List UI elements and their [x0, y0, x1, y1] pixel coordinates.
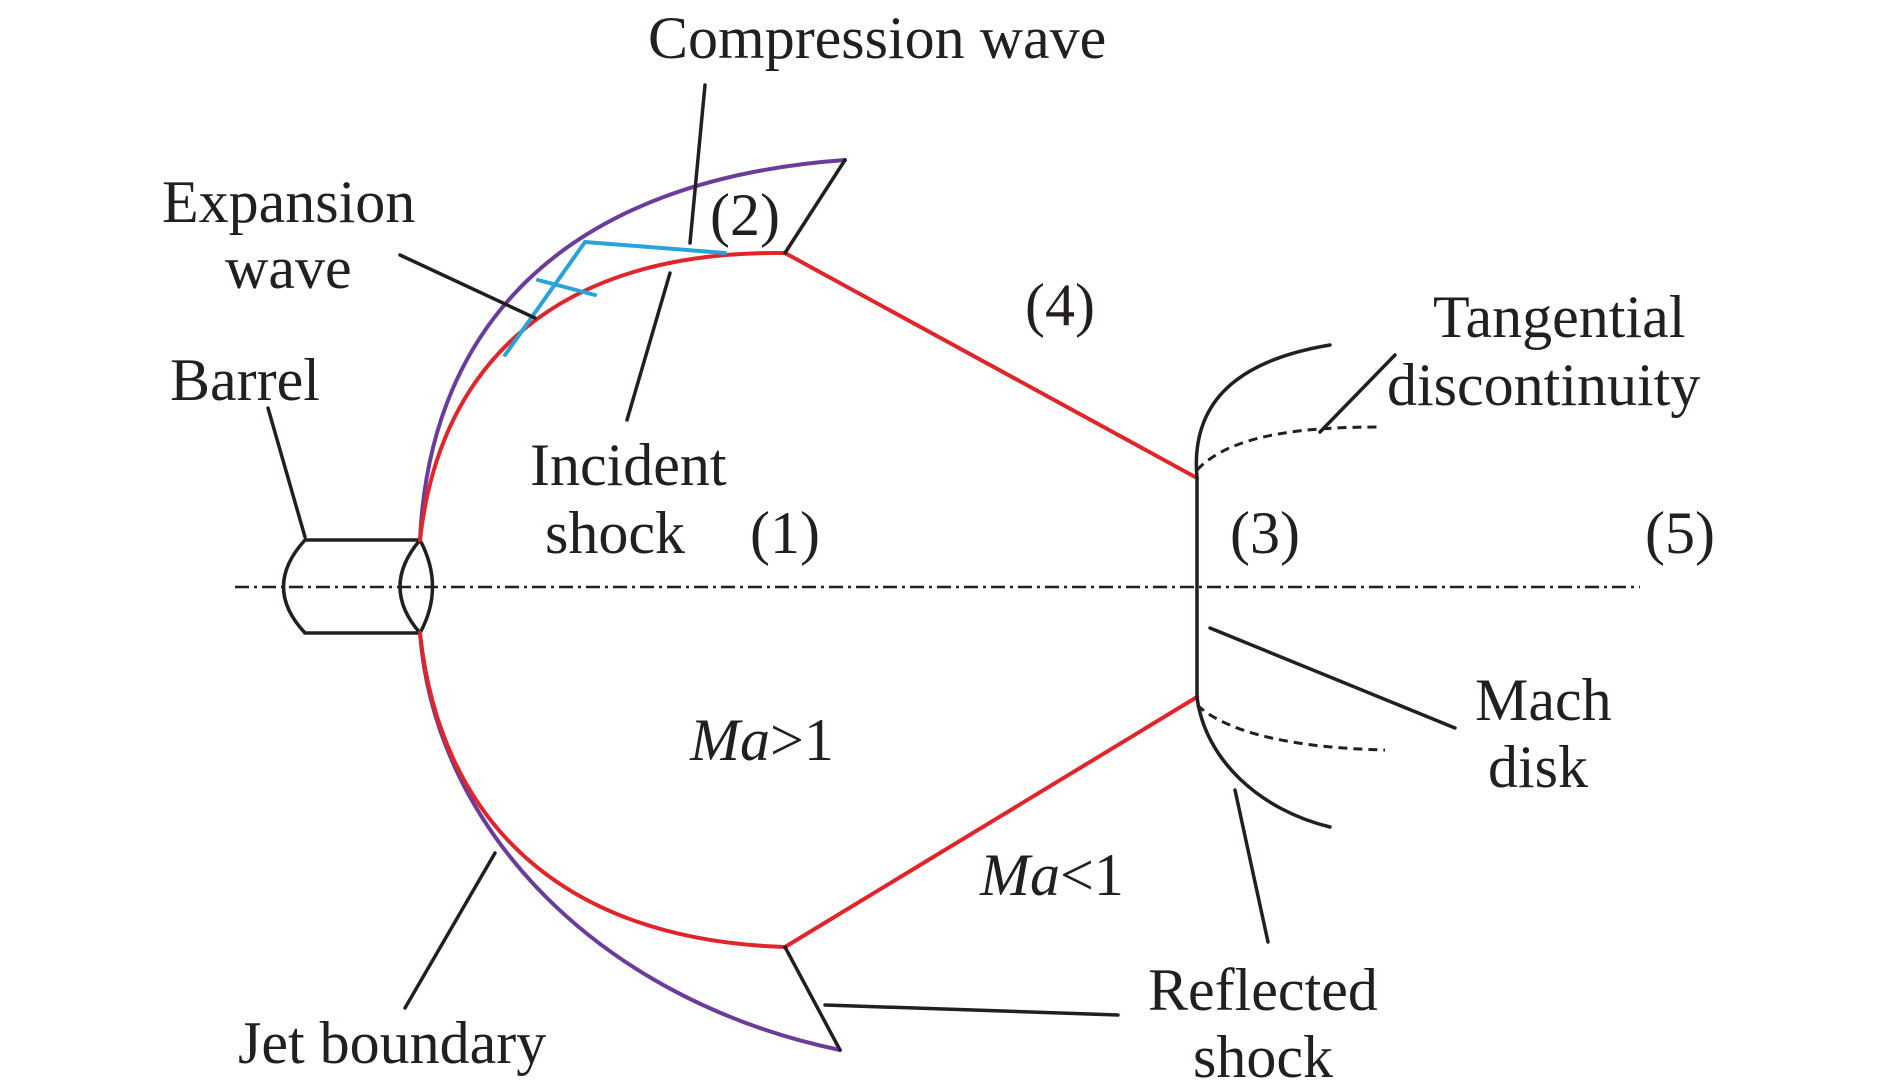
barrel-label: Barrel — [170, 347, 320, 413]
jet-boundary-upper — [418, 158, 847, 542]
incident-shock-lower — [418, 631, 787, 949]
expansion-wave-label-line2: wave — [225, 235, 352, 301]
leader-lines — [266, 83, 1457, 1017]
expansion-wave-label-line1: Expansion — [162, 169, 415, 235]
barrel-shape — [281, 538, 435, 635]
reflected-shock-label-line2: shock — [1193, 1024, 1333, 1087]
tangential-discontinuity-label-line1: Tangential — [1433, 284, 1685, 350]
mach-supersonic-rel: >1 — [770, 707, 834, 773]
compression-wave-label: Compression wave — [648, 5, 1106, 71]
mach-supersonic-var: Ma — [689, 707, 770, 773]
incident-shock-label-line2: shock — [545, 500, 685, 566]
mach-subsonic-var: Ma — [979, 842, 1060, 908]
mach-supersonic-label: Ma>1 — [689, 707, 834, 773]
shear-layer-upper — [1194, 343, 1332, 480]
region-2-label: (2) — [710, 182, 780, 248]
region-4-label: (4) — [1025, 272, 1095, 338]
jet-boundary-label: Jet boundary — [238, 1010, 546, 1076]
region-1-label: (1) — [750, 500, 820, 566]
tangential-discontinuity-lower — [1195, 703, 1386, 752]
wave-lines — [503, 240, 727, 357]
incident-shock-label-line1: Incident — [530, 432, 727, 498]
tangential-discontinuity-upper — [1195, 425, 1381, 472]
wedge-upper — [783, 158, 847, 255]
region-3-label: (3) — [1230, 500, 1300, 566]
reflected-shock-lower — [783, 695, 1199, 949]
mach-disk-label-line1: Mach — [1475, 667, 1612, 733]
tangential-discontinuity-label-line2: discontinuity — [1387, 352, 1700, 418]
wedge-lower — [783, 945, 842, 1052]
mach-subsonic-label: Ma<1 — [979, 842, 1124, 908]
reflected-shock-upper — [783, 251, 1199, 480]
jet-boundary-lower — [418, 631, 842, 1052]
reflected-shock-label-line1: Reflected — [1148, 957, 1378, 1023]
mach-subsonic-rel: <1 — [1060, 842, 1124, 908]
shear-layer-lower — [1195, 695, 1332, 829]
region-5-label: (5) — [1645, 500, 1715, 566]
mach-disk-label-line2: disk — [1488, 734, 1588, 800]
